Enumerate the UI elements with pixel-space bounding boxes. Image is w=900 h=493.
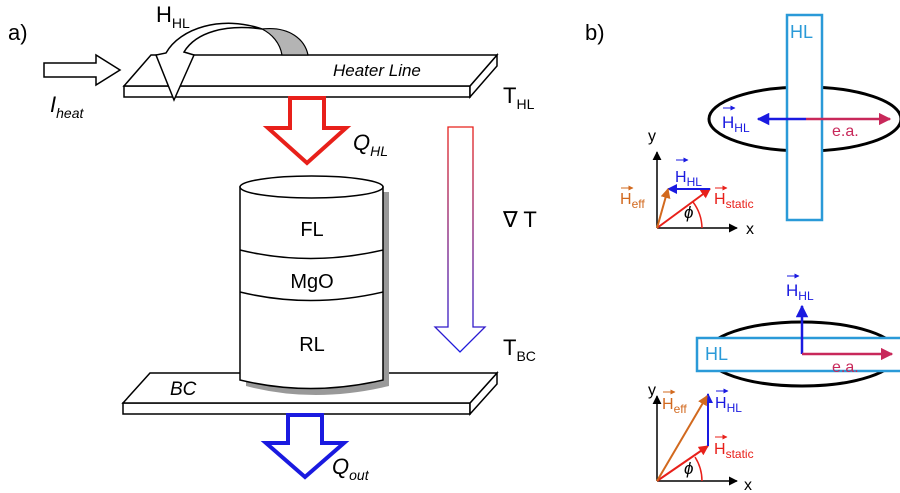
hl-label-bottom: HL bbox=[705, 344, 728, 364]
mtj-pillar bbox=[239, 175, 389, 395]
hstatic-vector-top bbox=[656, 188, 711, 229]
tbc-label: TBC bbox=[503, 335, 536, 364]
hhl-label-top-ellipse: HHL bbox=[722, 113, 750, 135]
bc-label: BC bbox=[170, 379, 197, 400]
fl-label: FL bbox=[300, 219, 323, 241]
y-label-top: y bbox=[648, 128, 656, 145]
rl-label: RL bbox=[299, 334, 325, 356]
heater-line-label: Heater Line bbox=[333, 61, 421, 80]
heff-vector-bottom bbox=[656, 395, 708, 482]
panel-a-label: a) bbox=[8, 20, 28, 45]
hhl-label-bottom-axes: HHL bbox=[715, 395, 742, 415]
x-label-bottom: x bbox=[744, 477, 752, 493]
bc-side bbox=[122, 402, 471, 415]
phi-arc-bottom bbox=[694, 456, 703, 482]
ea-label-top: e.a. bbox=[832, 123, 859, 140]
mgo-label: MgO bbox=[290, 271, 333, 293]
phi-label-bottom: ϕ bbox=[684, 459, 693, 478]
q-out-arrow bbox=[260, 413, 350, 480]
hstatic-label-top: Hstatic bbox=[714, 191, 754, 211]
phi-label-top: ϕ bbox=[684, 203, 693, 222]
hstatic-vector-bottom bbox=[656, 445, 709, 482]
y-label-bottom: y bbox=[648, 382, 656, 399]
hhl-label: HHL bbox=[156, 2, 190, 31]
temperature-gradient-arrow bbox=[433, 126, 487, 353]
heater-line-top bbox=[122, 54, 499, 87]
q-out-label: Qout bbox=[332, 454, 370, 483]
q-hl-arrow bbox=[262, 96, 352, 166]
x-label-top: x bbox=[746, 221, 754, 238]
current-input-arrow bbox=[43, 53, 122, 87]
hhl-label-top-axes: HHL bbox=[675, 169, 702, 189]
phi-arc-top bbox=[692, 201, 703, 229]
current-label: Iheat bbox=[50, 92, 84, 121]
heff-vector-top bbox=[656, 188, 671, 229]
hhl-field-arrow bbox=[154, 22, 263, 102]
hhl-field-arrow-back bbox=[259, 28, 309, 56]
gradient-t-label: ∇ T bbox=[502, 207, 537, 232]
heff-label-bottom: Heff bbox=[662, 396, 687, 416]
hl-label-top: HL bbox=[790, 22, 813, 42]
mgo-rl-boundary bbox=[239, 291, 384, 302]
ea-label-bottom: e.a. bbox=[832, 359, 859, 376]
hstatic-label-bottom: Hstatic bbox=[714, 441, 754, 461]
heater-line-strip-vertical bbox=[785, 13, 824, 222]
thl-label: THL bbox=[503, 83, 535, 112]
q-hl-label: QHL bbox=[353, 130, 388, 159]
pillar-body bbox=[239, 186, 384, 390]
hhl-label-bottom-ellipse: HHL bbox=[786, 281, 814, 303]
fl-mgo-boundary bbox=[239, 249, 384, 260]
heff-label-top: Heff bbox=[620, 191, 645, 211]
pillar-top bbox=[239, 175, 384, 199]
panel-b-label: b) bbox=[585, 20, 605, 45]
